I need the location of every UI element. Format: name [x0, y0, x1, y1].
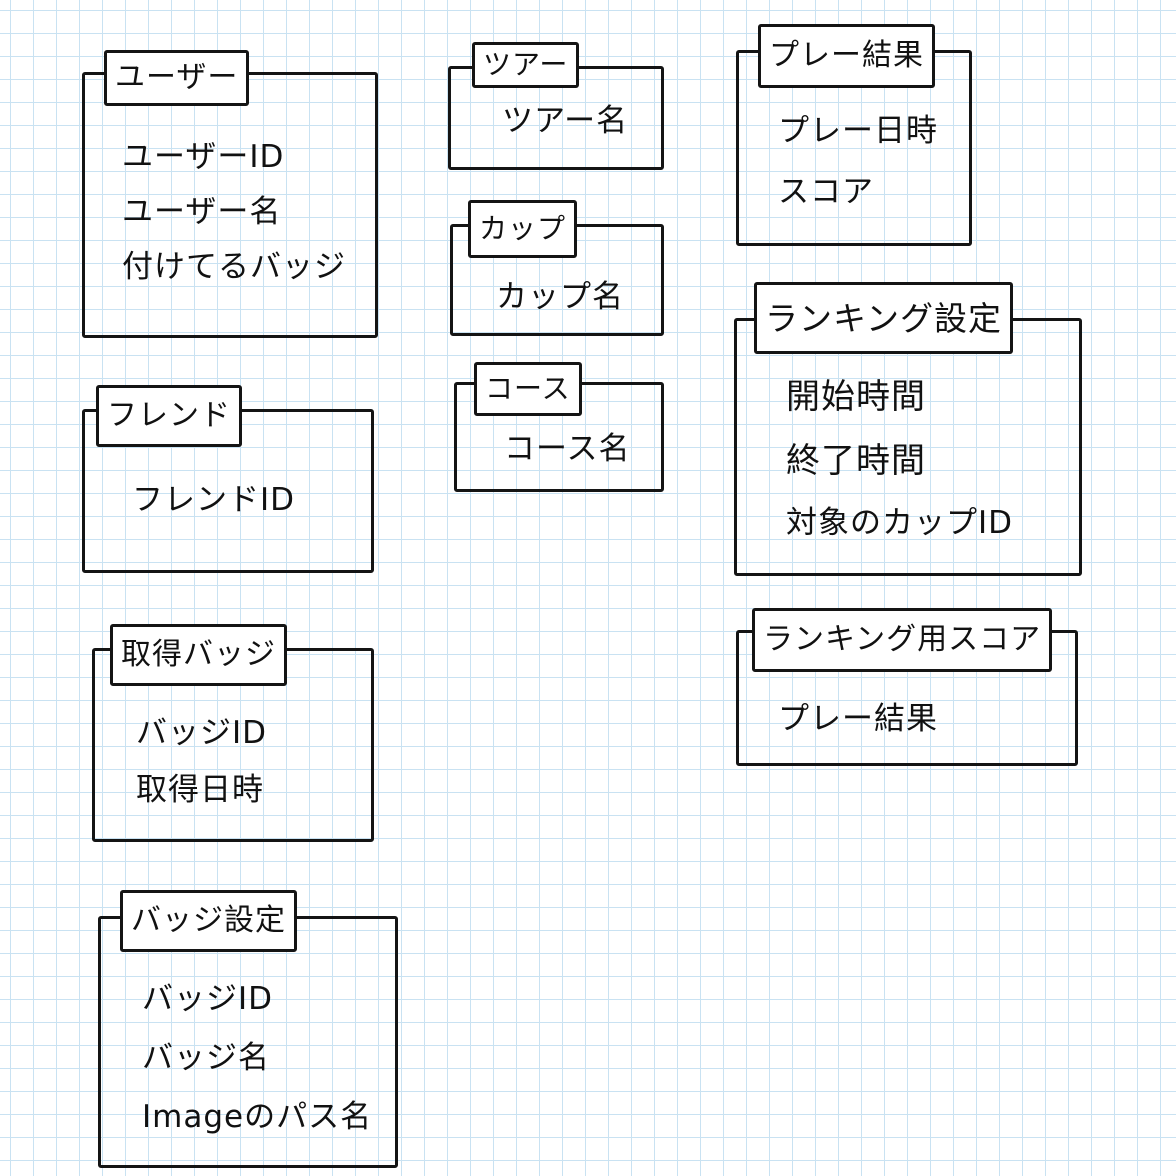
entity-acquired-badge: 取得バッジ バッジID 取得日時: [92, 624, 374, 842]
entity-badge-settings: バッジ設定 バッジID バッジ名 Imageのパス名: [98, 890, 398, 1168]
field: プレー日時: [778, 113, 938, 149]
field-list: プレー結果: [778, 704, 938, 735]
field: スコア: [778, 174, 874, 210]
field: コース名: [504, 431, 631, 467]
field-list: フレンドID: [132, 485, 295, 516]
field-list: 開始時間 終了時間 対象のカップID: [786, 380, 1013, 539]
field-list: バッジID バッジ名 Imageのパス名: [142, 984, 372, 1133]
field-list: ツアー名: [502, 106, 628, 137]
entity-cup: カップ カップ名: [450, 200, 664, 336]
entity-title: プレー結果: [758, 24, 935, 88]
field: プレー結果: [778, 701, 938, 737]
field: ユーザー名: [122, 194, 282, 230]
entity-title: フレンド: [96, 385, 242, 447]
field-list: カップ名: [496, 282, 624, 313]
entity-course: コース コース名: [454, 362, 664, 492]
field: 付けてるバッジ: [122, 249, 346, 285]
field: フレンドID: [132, 482, 296, 518]
entity-title: ランキング用スコア: [752, 608, 1053, 672]
field-list: ユーザーID ユーザー名 付けてるバッジ: [122, 142, 346, 283]
field-list: コース名: [504, 434, 630, 465]
field-list: プレー日時 スコア: [778, 116, 938, 208]
field: 開始時間: [786, 377, 926, 417]
field: 終了時間: [786, 441, 926, 481]
entity-friend: フレンド フレンドID: [82, 385, 374, 573]
entity-user: ユーザー ユーザーID ユーザー名 付けてるバッジ: [82, 50, 378, 338]
entity-title: 取得バッジ: [110, 624, 287, 686]
field: バッジID: [136, 715, 268, 751]
field: 対象のカップID: [786, 505, 1014, 541]
field: バッジID: [142, 981, 274, 1017]
field: Imageのパス名: [142, 1099, 373, 1135]
field: バッジ名: [142, 1040, 270, 1076]
field: カップ名: [496, 279, 624, 315]
entity-title: バッジ設定: [120, 890, 297, 952]
entity-title: カップ: [468, 200, 578, 258]
entity-play-result: プレー結果 プレー日時 スコア: [736, 24, 972, 246]
field-list: バッジID 取得日時: [136, 718, 267, 806]
entity-title: ツアー: [472, 42, 580, 88]
entity-ranking-score: ランキング用スコア プレー結果: [736, 608, 1078, 766]
entity-ranking-settings: ランキング設定 開始時間 終了時間 対象のカップID: [734, 282, 1082, 576]
field: 取得日時: [136, 772, 264, 808]
entity-tour: ツアー ツアー名: [448, 42, 664, 170]
field: ユーザーID: [122, 139, 285, 175]
entity-title: ランキング設定: [754, 282, 1014, 354]
entity-title: コース: [474, 362, 582, 416]
entity-title: ユーザー: [104, 50, 250, 106]
field: ツアー名: [502, 103, 629, 139]
